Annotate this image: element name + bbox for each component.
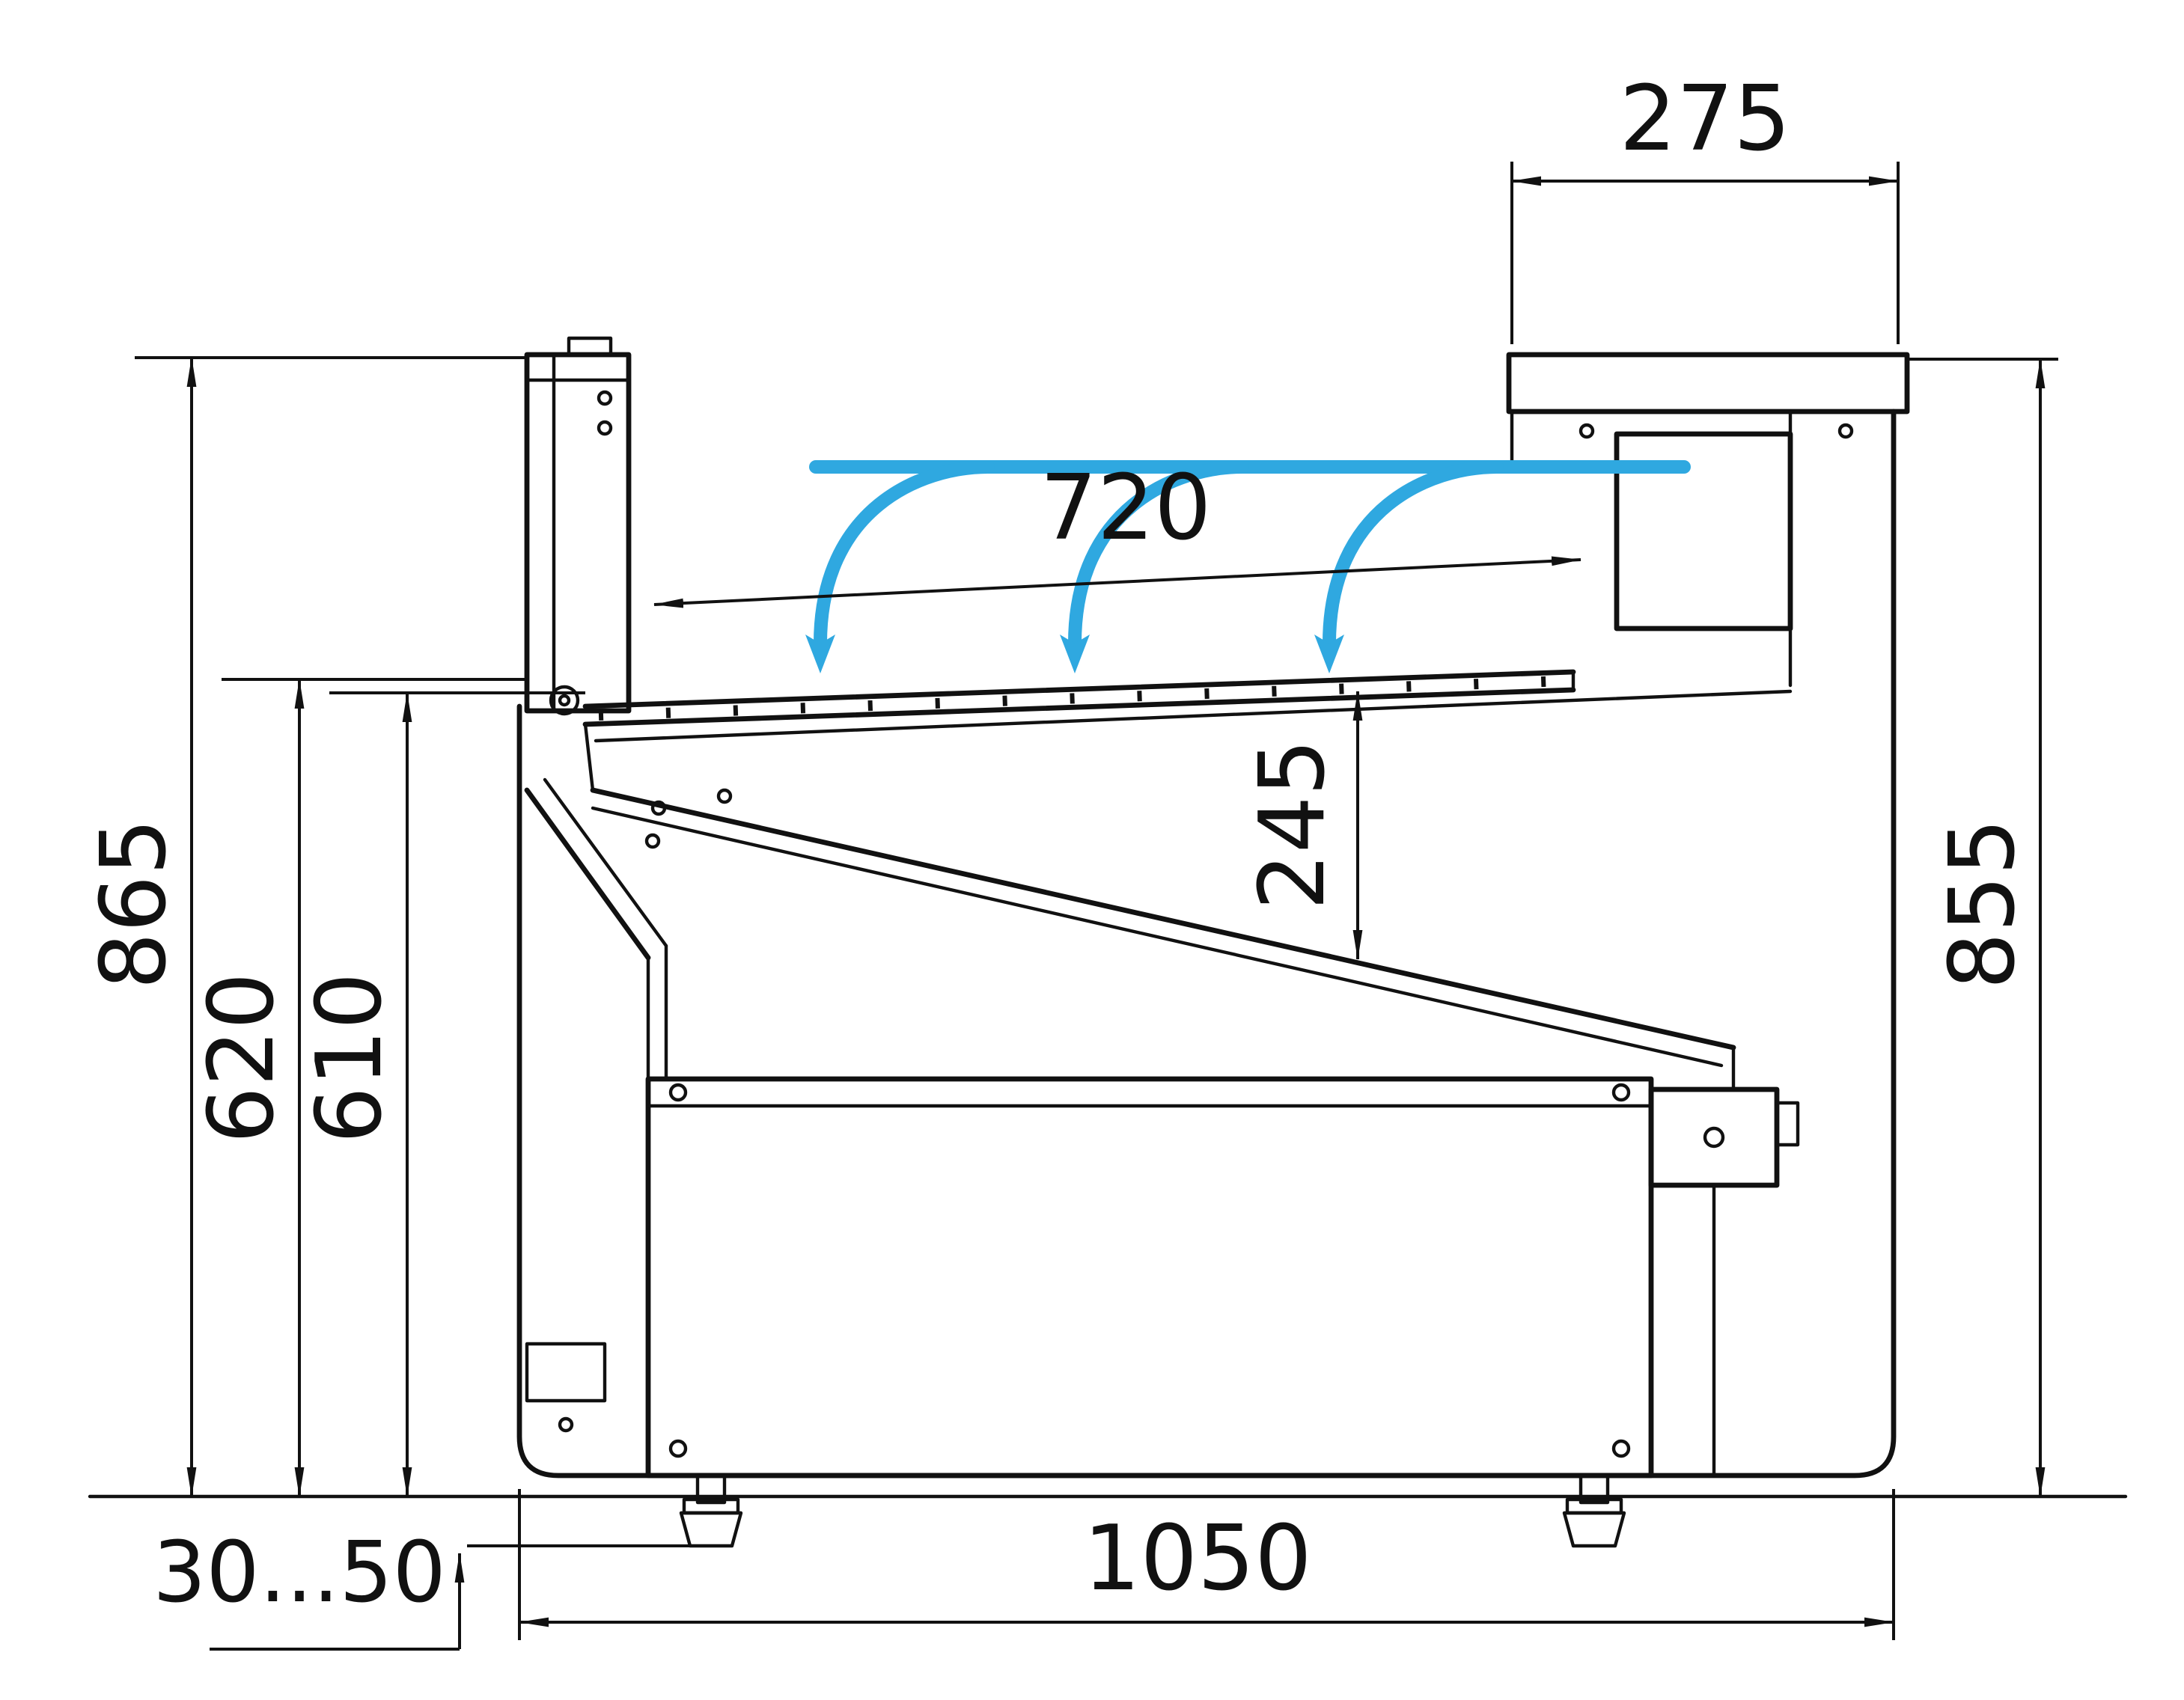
dimension-620: 620 [190,678,527,1497]
air-duct-housing [1578,409,1854,688]
dimension-865: 865 [82,356,527,1497]
airflow-indicator [805,460,1691,673]
dimension-1050: 1050 [518,1489,1895,1640]
front-riser-panel [524,336,632,714]
well-bottom [583,722,1736,1092]
dim-label-855: 855 [1931,818,2035,989]
dim-label-720: 720 [1040,456,1211,560]
body-outline [516,409,1897,1479]
dim-label-610: 610 [298,972,402,1143]
dim-label-245: 245 [1241,739,1345,910]
dim-label-30-50: 30...50 [153,1524,446,1621]
rear-canopy [1506,352,1910,415]
dim-label-275: 275 [1619,67,1790,171]
dim-label-1050: 1050 [1083,1507,1311,1611]
airflow-arrow-1-icon [805,460,995,673]
adjustable-foot-right [1562,1473,1626,1548]
dim-label-865: 865 [82,818,186,989]
dimension-275: 275 [1510,67,1900,344]
dimension-245: 245 [1241,691,1363,960]
counter-structure [88,336,2128,1548]
dimension-720: 720 [653,456,1581,608]
airflow-arrow-3-icon [1314,460,1504,673]
deck-hinge [549,685,733,849]
adjustable-foot-left [679,1473,743,1548]
display-deck [582,669,1793,743]
machine-compartment [1648,1086,1800,1478]
dimension-855: 855 [1907,358,2058,1497]
storage-cabinet [645,1076,1654,1479]
dimension-foot-adjust: 30...50 [153,1524,704,1651]
front-slope-panel [524,777,668,1081]
dimension-610: 610 [298,691,585,1497]
dim-label-620: 620 [190,972,294,1143]
kick-bracket [525,1342,607,1433]
